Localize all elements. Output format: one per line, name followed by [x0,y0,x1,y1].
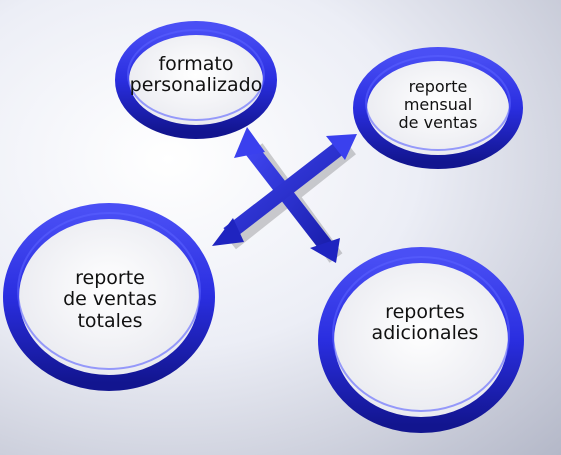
node-top-right-line-3: de ventas [398,112,478,132]
ring-bottom-right [318,247,524,433]
node-label-top-right: reporte mensual de ventas [372,64,504,146]
ring-top-left [115,21,277,139]
arrow-diagonal-up [212,134,357,246]
node-top-right-line-2: mensual [403,95,473,115]
node-bottom-left-line-3: totales [77,309,143,332]
arrow-cross [212,127,357,263]
node-bottom-left-line-1: reporte [75,267,145,290]
node-top-left-line-1: formato [158,52,234,75]
node-top-right-line-1: reporte [408,77,468,97]
node-label-top-left: formato personalizado [126,40,266,110]
ring-bottom-left [3,203,215,391]
node-bottom-right-line-2: adicionales [371,322,479,344]
node-label-bottom-right: reportes adicionales [345,288,505,358]
node-label-bottom-left: reporte de ventas totales [30,255,190,345]
node-bottom-right-line-1: reportes [385,300,465,323]
ring-top-right [353,47,523,169]
node-bottom-left-line-2: de ventas [63,288,157,311]
node-top-left-line-2: personalizado [129,74,263,96]
